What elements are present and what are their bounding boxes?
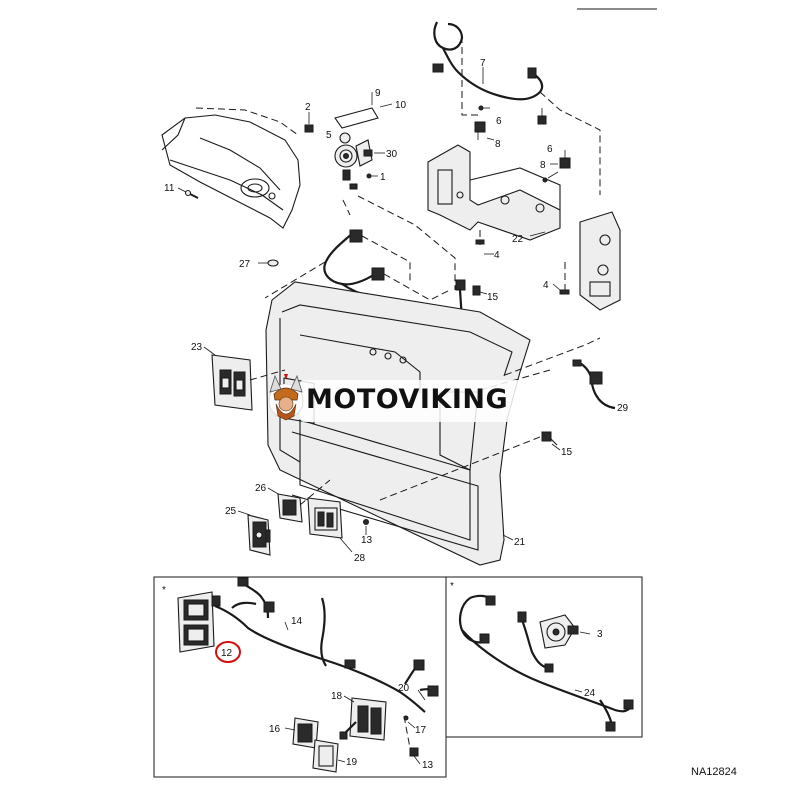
dash-panel xyxy=(161,107,301,229)
switches-25-26-28 xyxy=(237,479,369,556)
bracket-22 xyxy=(427,144,621,311)
callout-labels: 9 10 2 5 30 1 11 7 6 8 6 8 22 4 4 27 15 … xyxy=(162,58,629,771)
callout-15b: 15 xyxy=(561,447,573,458)
harness-7 xyxy=(432,21,601,195)
kit-box-left xyxy=(153,576,447,778)
watermark-band xyxy=(300,380,540,422)
clip-6-and-8 xyxy=(474,105,571,183)
callout-28: 28 xyxy=(354,553,366,564)
callout-7: 7 xyxy=(480,58,486,69)
kit-marker-left: * xyxy=(162,585,166,596)
callout-4a: 4 xyxy=(494,250,500,261)
callout-30: 30 xyxy=(386,149,398,160)
callout-1: 1 xyxy=(380,172,386,183)
callout-13b: 13 xyxy=(422,760,434,771)
callout-27: 27 xyxy=(239,259,251,270)
viking-logo-icon xyxy=(268,374,304,421)
callout-18: 18 xyxy=(331,691,343,702)
watermark xyxy=(268,374,540,422)
callout-13a: 13 xyxy=(361,535,373,546)
horn-assembly-30 xyxy=(334,92,393,190)
harness-29 xyxy=(479,337,616,410)
callout-8a: 8 xyxy=(495,139,501,150)
callout-14: 14 xyxy=(291,616,303,627)
callout-9: 9 xyxy=(375,88,381,99)
figure-code: NA12824 xyxy=(691,766,737,778)
kit-marker-right: * xyxy=(450,581,454,592)
callout-10: 10 xyxy=(395,100,407,111)
callout-2: 2 xyxy=(305,102,311,113)
clip-2 xyxy=(304,112,314,133)
callout-23: 23 xyxy=(191,342,203,353)
callout-17: 17 xyxy=(415,725,427,736)
callout-24: 24 xyxy=(584,688,596,699)
screw-11 xyxy=(177,187,199,199)
callout-4b: 4 xyxy=(543,280,549,291)
callout-19: 19 xyxy=(346,757,358,768)
callout-12-highlight xyxy=(215,641,241,663)
clip-15-lower xyxy=(379,431,561,501)
callout-6b: 6 xyxy=(547,144,553,155)
callout-8b: 8 xyxy=(540,160,546,171)
grommet-27 xyxy=(258,259,279,267)
brand-watermark: MOTOVIKING xyxy=(306,384,509,415)
callout-5: 5 xyxy=(326,130,332,141)
door-frame-21 xyxy=(265,281,531,566)
callout-16: 16 xyxy=(269,724,281,735)
kit-box-right xyxy=(445,576,643,738)
switch-panel-23 xyxy=(203,346,286,411)
callout-26: 26 xyxy=(255,483,267,494)
callout-22: 22 xyxy=(512,234,524,245)
callout-12: 12 xyxy=(221,648,233,659)
callout-11: 11 xyxy=(164,183,175,194)
callout-20: 20 xyxy=(398,683,410,694)
callout-21: 21 xyxy=(514,537,526,548)
callout-25: 25 xyxy=(225,506,237,517)
callout-6a: 6 xyxy=(496,116,502,127)
callout-3: 3 xyxy=(597,629,603,640)
callout-29: 29 xyxy=(617,403,629,414)
callout-15a: 15 xyxy=(487,292,499,303)
